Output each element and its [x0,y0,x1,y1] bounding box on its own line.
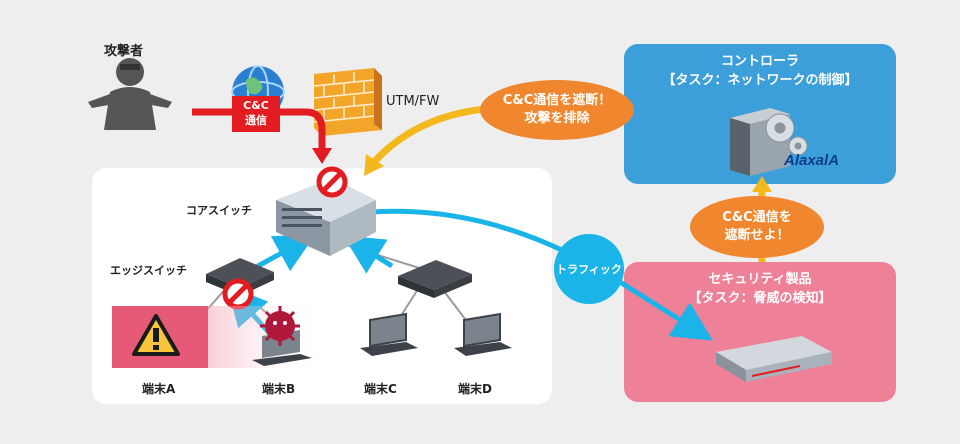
alaxala-logo: AlaxalA [784,152,840,169]
callout-block: C&C通信を遮断！ 攻撃を排除 [480,80,634,140]
laptop-d-icon [454,312,512,356]
traffic-bubble: トラフィック [554,234,624,304]
terminal-a-label: 端末A [142,382,176,396]
terminal-b-label: 端末B [262,382,296,396]
block-icon-core [316,166,348,198]
core-switch-icon [276,178,376,256]
block-icon-edge [222,278,254,310]
utm-label: UTM/FW [386,94,440,109]
security-title: セキュリティ製品 【タスク：脅威の検知】 [688,272,832,306]
attacker-icon [88,58,172,130]
edge-switch-right-icon [398,260,472,298]
terminal-d-label: 端末D [458,382,492,396]
cc-red-arrow [192,108,326,150]
attacker-label: 攻撃者 [104,44,144,59]
edge-switch-label: エッジスイッチ [110,264,187,277]
laptop-c-icon [360,312,418,356]
security-appliance-icon [716,336,832,382]
block-yellow-arrow [371,104,499,165]
controller-title: コントローラ 【タスク：ネットワークの制御】 [662,54,858,88]
gear-icon [765,113,808,156]
cc-tag: C&C 通信 [232,96,280,132]
callout-order: C&C通信を 遮断せよ！ [690,196,824,258]
core-switch-label: コアスイッチ [186,204,252,217]
warning-icon [132,314,180,356]
terminal-c-label: 端末C [364,382,397,396]
virus-icon [260,306,300,346]
firewall-icon [313,68,382,136]
